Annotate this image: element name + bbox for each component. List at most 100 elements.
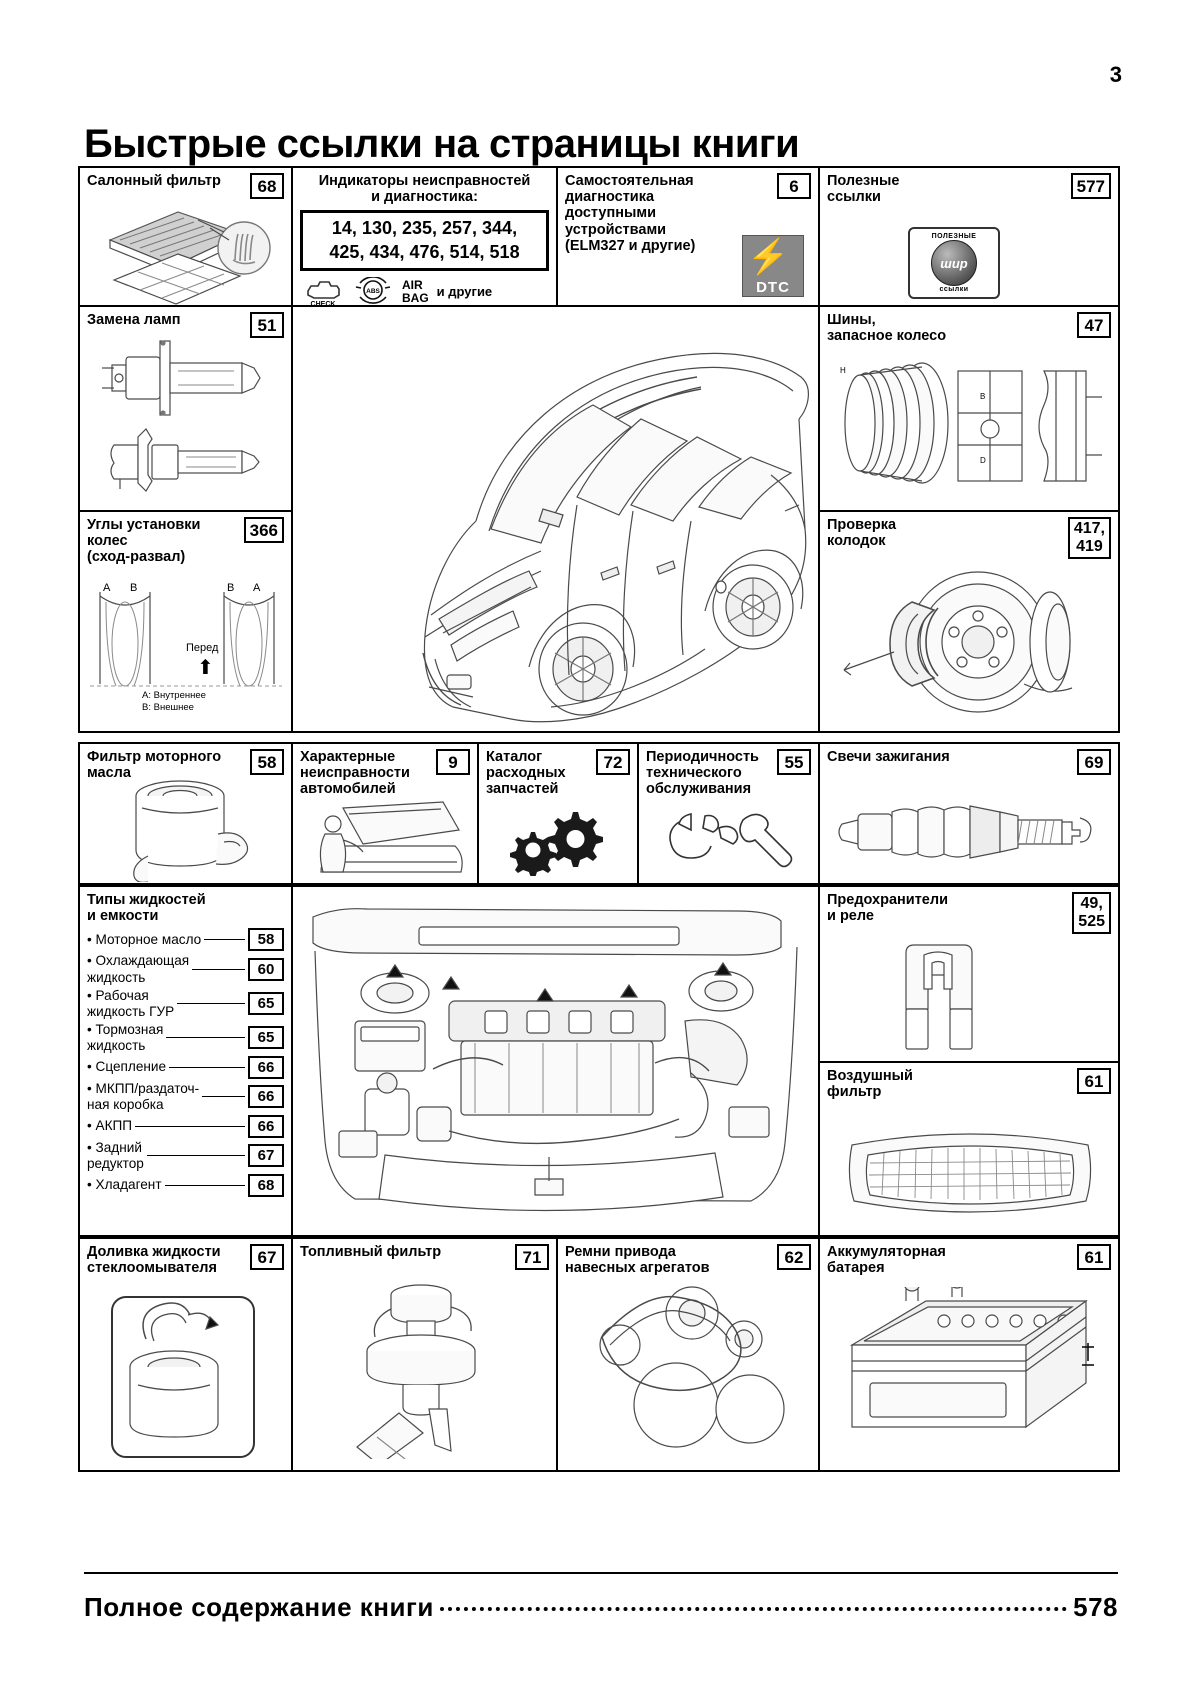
- spark-plugs-page[interactable]: 69: [1077, 749, 1111, 775]
- lamps-illustration: [102, 340, 261, 492]
- cell-self-diagnostics[interactable]: Самостоятельная диагностика доступными у…: [558, 168, 820, 307]
- service-interval-page[interactable]: 55: [777, 749, 811, 775]
- cabin-filter-page[interactable]: 68: [250, 173, 284, 199]
- fluid-page[interactable]: 66: [248, 1114, 284, 1138]
- useful-links-badge-mid: шир: [940, 255, 968, 271]
- leader-line: [135, 1125, 245, 1127]
- fluid-label: • Охлаждающая жидкость: [87, 953, 190, 985]
- cell-battery[interactable]: Аккумуляторная батарея 61: [820, 1239, 1118, 1470]
- cell-vehicle-illustration: [293, 307, 820, 733]
- washer-fluid-page[interactable]: 67: [250, 1244, 284, 1270]
- fluid-page[interactable]: 65: [248, 992, 284, 1016]
- alignment-label-a-left: A: [103, 582, 111, 594]
- footer[interactable]: Полное содержание книги 578: [84, 1592, 1118, 1623]
- alignment-label-b-left: B: [130, 582, 138, 594]
- battery-illustration: [849, 1287, 1094, 1429]
- cell-washer-fluid[interactable]: Доливка жидкости стеклоомывателя 67: [80, 1239, 293, 1470]
- cell-cabin-filter[interactable]: Салонный фильтр 68: [80, 168, 293, 307]
- cell-parts-catalog[interactable]: Каталог расходных запчастей 72: [479, 744, 639, 883]
- dtc-badge: ⚡ DTC: [742, 235, 804, 297]
- cell-fuel-filter[interactable]: Топливный фильтр 71: [293, 1239, 558, 1470]
- svg-text:D: D: [980, 456, 986, 465]
- fluid-label: • МКПП/раздаточ- ная коробка: [87, 1080, 200, 1112]
- indicators-pages-line1: 14, 130, 235, 257, 344,: [331, 218, 518, 239]
- battery-title: Аккумуляторная батарея: [827, 1244, 946, 1277]
- fluid-page[interactable]: 66: [248, 1055, 284, 1079]
- dtc-badge-label: DTC: [756, 279, 790, 296]
- useful-links-badge-bottom: ссылки: [939, 286, 969, 293]
- tires-page[interactable]: 47: [1077, 312, 1111, 338]
- leader-line: [166, 1037, 245, 1039]
- fluid-label: • Моторное масло: [87, 931, 202, 947]
- svg-text:ABS: ABS: [366, 288, 380, 295]
- lamps-page[interactable]: 51: [250, 312, 284, 338]
- cell-drive-belts[interactable]: Ремни привода навесных агрегатов 62: [558, 1239, 820, 1470]
- lightning-icon: ⚡: [747, 238, 791, 276]
- fluid-item[interactable]: • Сцепление 66: [87, 1055, 284, 1079]
- fluid-label: • Рабочая жидкость ГУР: [87, 987, 175, 1019]
- cell-tires[interactable]: Шины, запасное колесо 47 H: [820, 307, 1118, 512]
- fluid-page[interactable]: 66: [248, 1085, 284, 1109]
- useful-links-page[interactable]: 577: [1070, 173, 1111, 199]
- fluid-item[interactable]: • Охлаждающая жидкость 60: [87, 953, 284, 985]
- airbag-label-line2: BAG: [402, 290, 429, 305]
- cell-typical-faults[interactable]: Характерные неисправности автомобилей 9: [293, 744, 479, 883]
- cell-fluids[interactable]: Типы жидкостей и емкости • Моторное масл…: [80, 887, 293, 1235]
- cell-pads-check[interactable]: Проверка колодок 417, 419: [820, 512, 1118, 733]
- lamps-title: Замена ламп: [87, 312, 181, 328]
- fluid-page[interactable]: 67: [248, 1144, 284, 1168]
- fluid-page[interactable]: 68: [248, 1173, 284, 1197]
- cell-oil-filter[interactable]: Фильтр моторного масла 58: [80, 744, 293, 883]
- self-diagnostics-page[interactable]: 6: [777, 173, 811, 199]
- fluid-item[interactable]: • МКПП/раздаточ- ная коробка 66: [87, 1081, 284, 1113]
- fuses-relays-page-line2: 525: [1078, 912, 1105, 930]
- fuel-filter-illustration: [356, 1284, 476, 1459]
- fluid-label: • Сцепление: [87, 1059, 167, 1075]
- cell-wheel-alignment[interactable]: Углы установки колес (сход-развал) 366: [80, 512, 293, 733]
- leader-line: [192, 969, 245, 970]
- cell-service-interval[interactable]: Периодичность технического обслуживания …: [639, 744, 820, 883]
- tires-illustration: H B D: [840, 362, 1102, 484]
- pads-check-page[interactable]: 417, 419: [1067, 517, 1111, 559]
- fluid-item[interactable]: • Рабочая жидкость ГУР 65: [87, 988, 284, 1020]
- vehicle-illustration: [422, 352, 809, 723]
- fluid-item[interactable]: • Задний редуктор 67: [87, 1140, 284, 1172]
- fuses-relays-page[interactable]: 49, 525: [1072, 892, 1111, 934]
- cell-indicators[interactable]: Индикаторы неисправностей и диагностика:…: [293, 168, 558, 307]
- footer-page[interactable]: 578: [1073, 1592, 1118, 1622]
- fluid-label: • Хладагент: [87, 1177, 162, 1193]
- parts-catalog-page[interactable]: 72: [596, 749, 630, 775]
- tires-title: Шины, запасное колесо: [827, 312, 947, 345]
- svg-text:B: B: [980, 392, 985, 401]
- fluid-item[interactable]: • Моторное масло 58: [87, 928, 284, 952]
- cell-spark-plugs[interactable]: Свечи зажигания 69: [820, 744, 1118, 883]
- upper-grid: Салонный фильтр 68: [78, 166, 1120, 733]
- fluid-item[interactable]: • Тормозная жидкость 65: [87, 1022, 284, 1054]
- air-filter-page[interactable]: 61: [1077, 1068, 1111, 1094]
- drive-belts-page[interactable]: 62: [777, 1244, 811, 1270]
- fluid-item[interactable]: • Хладагент 68: [87, 1173, 284, 1197]
- cell-fuses-relays[interactable]: Предохранители и реле 49, 525: [820, 887, 1118, 1063]
- indicators-pages-box[interactable]: 14, 130, 235, 257, 344, 425, 434, 476, 5…: [300, 210, 549, 271]
- lower-grid: Типы жидкостей и емкости • Моторное масл…: [78, 885, 1120, 1237]
- oil-filter-page[interactable]: 58: [250, 749, 284, 775]
- fluid-page[interactable]: 58: [248, 928, 284, 952]
- wheel-alignment-illustration: [90, 592, 282, 687]
- fluid-page[interactable]: 60: [248, 958, 284, 981]
- fuses-relays-page-line1: 49,: [1080, 895, 1103, 912]
- cell-useful-links[interactable]: Полезные ссылки 577 ПОЛЕЗНЫЕ шир ссылки: [820, 168, 1118, 307]
- fluid-item[interactable]: • АКПП 66: [87, 1114, 284, 1138]
- cell-lamps[interactable]: Замена ламп 51: [80, 307, 293, 512]
- fuel-filter-page[interactable]: 71: [515, 1244, 549, 1270]
- typical-faults-page[interactable]: 9: [436, 749, 470, 775]
- footer-label: Полное содержание книги: [84, 1592, 434, 1622]
- fluid-page[interactable]: 65: [248, 1026, 284, 1050]
- wheel-alignment-page[interactable]: 366: [243, 517, 284, 543]
- indicators-pages-line2: 425, 434, 476, 514, 518: [329, 241, 520, 262]
- alignment-legend-b: B: Внешнее: [142, 702, 194, 714]
- pads-check-page-line2: 419: [1076, 537, 1103, 555]
- cell-air-filter[interactable]: Воздушный фильтр 61: [820, 1063, 1118, 1235]
- footer-divider: [84, 1572, 1118, 1574]
- washer-fluid-illustration: [111, 1296, 255, 1458]
- battery-page[interactable]: 61: [1077, 1244, 1111, 1270]
